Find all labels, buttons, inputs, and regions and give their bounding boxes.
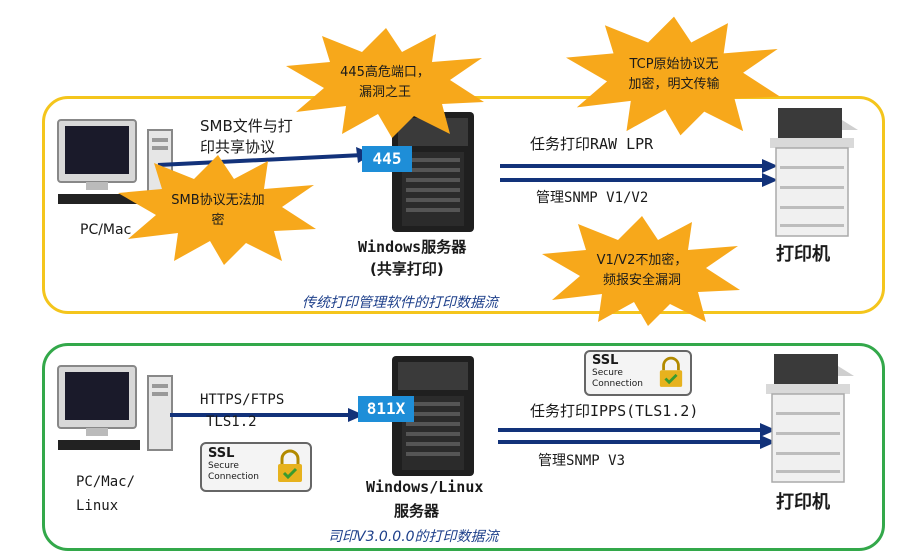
top-pc-label: PC/Mac bbox=[80, 222, 132, 238]
top-server-label-1: Windows服务器 bbox=[358, 238, 467, 256]
bottom-printer-label: 打印机 bbox=[776, 492, 830, 513]
bottom-https-arrow bbox=[170, 408, 364, 422]
raw-lpr-label: 任务打印RAW LPR bbox=[530, 135, 654, 153]
bottom-server-icon bbox=[392, 356, 474, 476]
pc-icon bbox=[57, 119, 173, 205]
ssl-badge: SSL Secure Connection bbox=[584, 350, 692, 396]
ssl-badge: SSL Secure Connection bbox=[200, 442, 312, 492]
burst-snmp-line1: V1/V2不加密， bbox=[596, 253, 688, 268]
burst-snmp-line2: 频报安全漏洞 bbox=[602, 273, 681, 288]
top-printer-icon bbox=[770, 108, 858, 237]
top-snmp-arrow bbox=[500, 173, 778, 187]
bottom-server-label-2: 服务器 bbox=[394, 502, 440, 520]
warning-burst-tcp bbox=[566, 16, 780, 136]
port-445-badge: 445 bbox=[362, 146, 412, 172]
https-label-line2: TLS1.2 bbox=[206, 414, 257, 430]
bottom-pc-label-2: Linux bbox=[76, 498, 119, 514]
top-printer-label: 打印机 bbox=[776, 244, 830, 265]
warning-burst-port bbox=[286, 28, 484, 138]
burst-tcp-line2: 加密，明文传输 bbox=[628, 77, 720, 92]
burst-smb-line2: 密 bbox=[211, 213, 225, 228]
bottom-printer-icon bbox=[766, 354, 854, 483]
top-raw-arrow bbox=[500, 159, 778, 173]
top-server-label-2: (共享打印) bbox=[370, 260, 444, 278]
top-caption: 传统打印管理软件的打印数据流 bbox=[302, 295, 498, 311]
padlock-icon bbox=[659, 356, 683, 387]
bottom-server-label-1: Windows/Linux bbox=[366, 478, 484, 496]
port-811x-badge: 811X bbox=[358, 396, 414, 422]
bottom-caption: 司印V3.0.0.0的打印数据流 bbox=[328, 529, 499, 545]
burst-smb-line1: SMB协议无法加 bbox=[171, 193, 265, 208]
warning-burst-snmp bbox=[542, 216, 740, 326]
warning-burst-smb bbox=[118, 155, 316, 265]
ipps-label: 任务打印IPPS(TLS1.2) bbox=[530, 402, 699, 420]
pc-icon bbox=[57, 365, 173, 451]
smb-label-line2: 印共享协议 bbox=[200, 138, 276, 156]
burst-port-line1: 445高危端口， bbox=[340, 65, 430, 80]
https-label-line1: HTTPS/FTPS bbox=[200, 392, 285, 408]
top-server-icon bbox=[392, 112, 474, 232]
bottom-snmp-label: 管理SNMP V3 bbox=[538, 453, 626, 469]
burst-port-line2: 漏洞之王 bbox=[358, 85, 411, 100]
top-snmp-label: 管理SNMP V1/V2 bbox=[536, 190, 649, 206]
bottom-pc-label-1: PC/Mac/ bbox=[76, 474, 136, 490]
bottom-snmp-arrow bbox=[498, 435, 776, 449]
bottom-ipps-arrow bbox=[498, 423, 776, 437]
padlock-icon bbox=[278, 449, 302, 482]
smb-label-line1: SMB文件与打 bbox=[200, 117, 293, 135]
burst-tcp-line1: TCP原始协议无 bbox=[629, 57, 719, 72]
